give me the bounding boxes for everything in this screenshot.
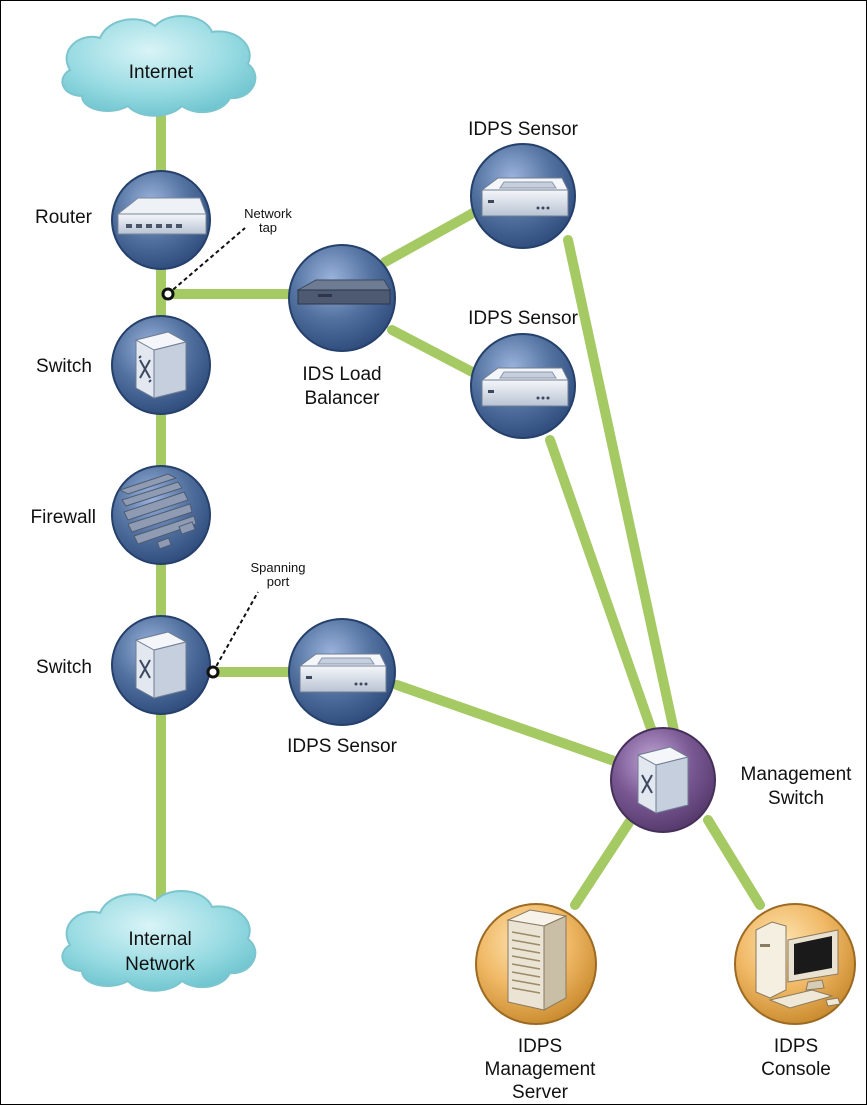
idps-sensor-top-node: IDPS Sensor <box>468 119 579 249</box>
management-switch-node: Management Switch <box>610 727 853 833</box>
router-icon <box>116 197 207 235</box>
idps-sensor-top-label: IDPS Sensor <box>468 119 578 140</box>
router-node: Router <box>35 170 211 270</box>
switch-icon <box>636 746 690 814</box>
management-switch-label-1: Management <box>741 764 853 785</box>
spanning-port-dot <box>206 665 220 679</box>
link-sensor-bot-mgmt <box>392 680 625 768</box>
idps-sensor-middle-label: IDPS Sensor <box>468 308 578 329</box>
switch-bottom-label: Switch <box>36 657 92 678</box>
link-sensor-mid-mgmt <box>545 435 660 745</box>
internal-network-label-2: Network <box>125 954 195 975</box>
idps-console-node: IDPS Console <box>734 903 856 1080</box>
internet-cloud: Internet <box>61 14 257 117</box>
switch-bottom-node: Switch <box>36 615 211 715</box>
ids-load-balancer-label-1: IDS Load <box>302 364 381 385</box>
idps-management-server-label-3: Server <box>512 1082 569 1103</box>
idps-sensor-middle-node: IDPS Sensor <box>468 308 579 439</box>
ids-load-balancer-label-2: Balancer <box>305 388 381 409</box>
idps-console-label-1: IDPS <box>774 1036 818 1057</box>
idps-management-server-label-2: Management <box>485 1059 597 1080</box>
network-tap-label-2: tap <box>259 220 277 235</box>
idps-console-label-2: Console <box>761 1059 831 1080</box>
spanning-port-label-1: Spanning <box>251 560 306 575</box>
sensor-icon <box>298 653 387 693</box>
spanning-port: Spanning port <box>212 560 306 673</box>
load-balancer-icon <box>296 279 391 305</box>
firewall-node: Firewall <box>31 465 211 565</box>
switch-icon <box>134 631 188 699</box>
brick-wall-icon <box>118 473 197 550</box>
sensor-icon <box>480 367 569 407</box>
link-mgmt-console <box>703 815 765 910</box>
sensor-icon <box>480 177 569 217</box>
firewall-label: Firewall <box>31 507 96 528</box>
router-label: Router <box>35 207 93 228</box>
idps-management-server-label-1: IDPS <box>518 1036 562 1057</box>
switch-icon <box>134 331 188 399</box>
idps-sensor-bottom-label: IDPS Sensor <box>287 736 397 757</box>
switch-top-node: Switch <box>36 315 211 415</box>
internal-network-cloud: Internal Network <box>61 889 257 992</box>
network-tap-label-1: Network <box>244 206 292 221</box>
link-mgmt-server <box>570 813 637 910</box>
links <box>156 90 765 925</box>
internal-network-label-1: Internal <box>128 929 191 950</box>
computer-icon <box>755 921 841 1009</box>
switch-top-label: Switch <box>36 356 92 377</box>
idps-sensor-bottom-node: IDPS Sensor <box>287 618 398 757</box>
idps-management-server-node: IDPS Management Server <box>475 903 597 1103</box>
network-tap: Network tap <box>161 206 292 301</box>
ids-load-balancer-node: IDS Load Balancer <box>288 244 396 409</box>
management-switch-label-2: Switch <box>768 788 824 809</box>
link-lb-sensor-top <box>380 207 480 267</box>
spanning-port-label-2: port <box>267 574 290 589</box>
link-lb-sensor-mid <box>387 325 483 380</box>
link-sensor-top-mgmt <box>563 235 681 745</box>
internet-label: Internet <box>129 62 194 83</box>
server-rack-icon <box>506 909 568 1011</box>
